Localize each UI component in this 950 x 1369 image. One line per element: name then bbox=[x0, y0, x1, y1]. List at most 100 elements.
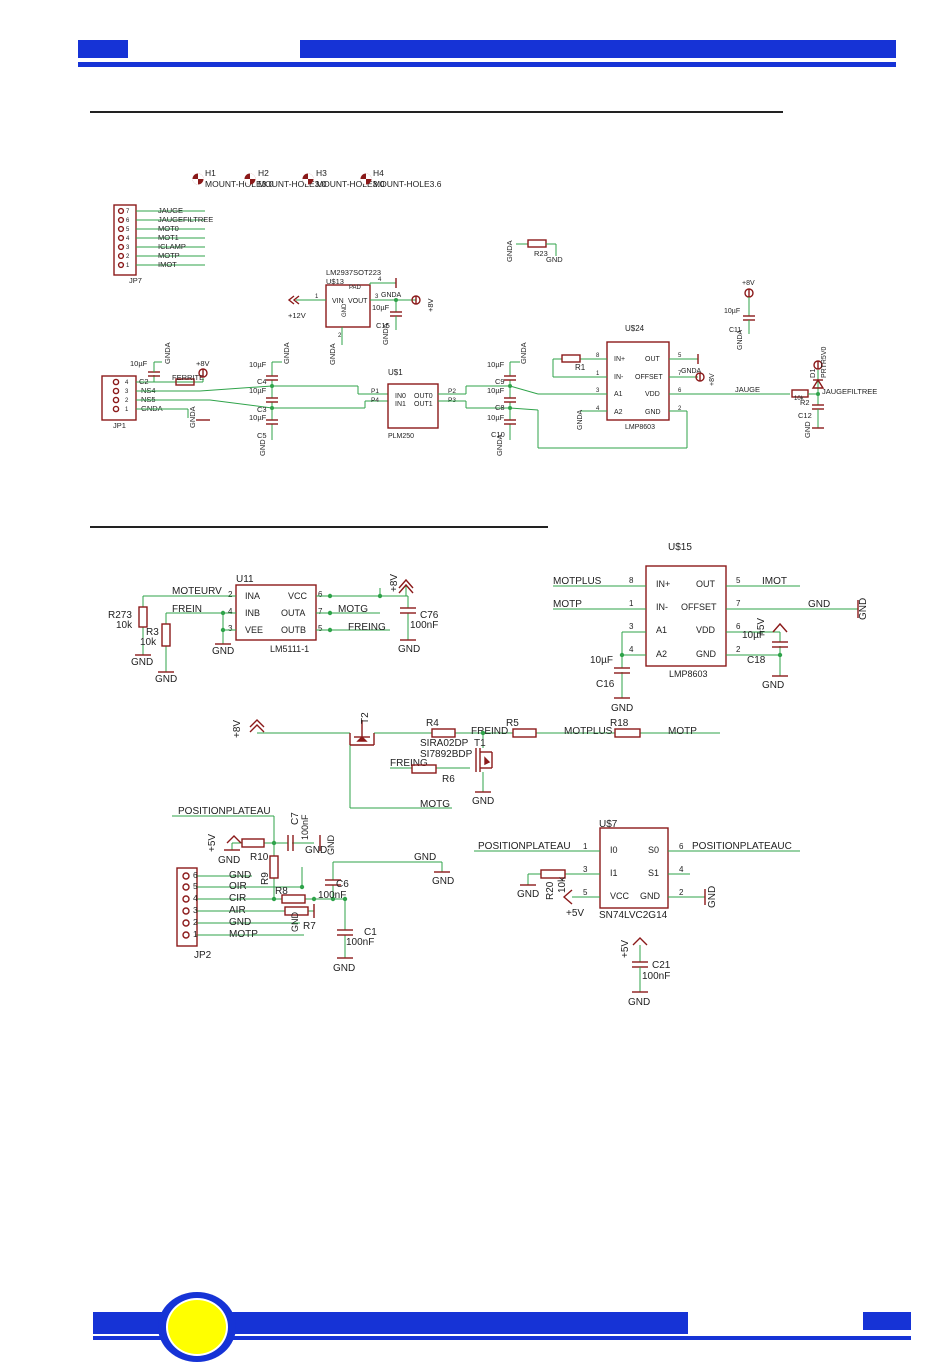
r2-value: 10k bbox=[794, 396, 805, 402]
pin: 3 bbox=[375, 294, 379, 300]
ref: R8 bbox=[275, 886, 288, 897]
pin-left: I0 bbox=[610, 845, 618, 855]
net-label: FREIND bbox=[471, 726, 508, 737]
gnd: GND bbox=[707, 886, 718, 908]
ref: R5 bbox=[506, 718, 519, 729]
pin-num: 7 bbox=[126, 209, 130, 215]
p2: P2 bbox=[448, 388, 456, 395]
pin-right: S1 bbox=[648, 868, 659, 878]
gnd: GND bbox=[803, 421, 812, 438]
ref: R7 bbox=[303, 921, 316, 932]
part: PLM250 bbox=[388, 433, 414, 440]
net-label: MOTP bbox=[158, 251, 180, 260]
c-value: 10µF bbox=[249, 386, 267, 395]
gnd: GND bbox=[218, 855, 240, 866]
gnd: GND bbox=[326, 835, 336, 856]
jauge-filter: JAUGE JAUGEFILTREE R2 10k D1 PRTR5V0 C12… bbox=[735, 347, 877, 438]
net-label: MOT0 bbox=[158, 224, 179, 233]
net-label: FREING bbox=[390, 758, 428, 769]
net-label: CIR bbox=[229, 893, 246, 904]
gnd: GND bbox=[432, 876, 454, 887]
part: LM2937SOT223 bbox=[326, 268, 381, 277]
pin-num: 5 bbox=[583, 888, 588, 897]
c-value: 100nF bbox=[410, 620, 438, 631]
pin-right: OFFSET bbox=[681, 602, 717, 612]
gnda: GNDA bbox=[495, 434, 504, 456]
net-label: GND bbox=[808, 599, 830, 610]
ref: R9 bbox=[260, 872, 271, 885]
gnd: GND bbox=[611, 703, 633, 714]
pin-num: 7 bbox=[736, 599, 741, 608]
ref: U$13 bbox=[326, 277, 344, 286]
net-label: MOTPLUS bbox=[553, 576, 602, 587]
pin-num: 3 bbox=[126, 245, 130, 251]
footer-underline bbox=[93, 1336, 911, 1340]
pin-num: 3 bbox=[596, 388, 600, 394]
gnd: GND bbox=[155, 674, 177, 685]
pin-num: 8 bbox=[596, 353, 600, 359]
net-label: ICLAMP bbox=[158, 242, 186, 251]
c-name: C76 bbox=[420, 610, 439, 621]
in1: IN1 bbox=[395, 401, 406, 408]
pin-right: OUT bbox=[696, 579, 716, 589]
c-value: 10µF bbox=[742, 630, 765, 641]
gnda: GNDA bbox=[519, 342, 528, 364]
pin-right: OUT bbox=[645, 356, 661, 363]
gnda: GNDA bbox=[282, 342, 291, 364]
pin-right: S0 bbox=[648, 845, 659, 855]
connector-name: JP7 bbox=[129, 276, 142, 285]
pin-num: 7 bbox=[678, 371, 682, 377]
hole-label: H3 bbox=[316, 168, 327, 178]
connector-jp7: 7 6 5 4 3 2 1 JAUGE JAUGEFILTREE MOT0 MO… bbox=[113, 204, 213, 285]
input-label: +12V bbox=[288, 311, 306, 320]
net-label: FREIN bbox=[172, 604, 202, 615]
gnda: GNDA bbox=[328, 343, 337, 365]
gnd: GND bbox=[628, 997, 650, 1008]
value: 10k bbox=[140, 637, 157, 648]
pin-num: 4 bbox=[679, 865, 684, 874]
pin-num: 2 bbox=[736, 645, 741, 654]
gnd: GND bbox=[290, 912, 300, 933]
ref: R10 bbox=[250, 852, 269, 863]
pin-left: VEE bbox=[245, 625, 263, 635]
pin-num: 2 bbox=[678, 406, 682, 412]
net-label: POSITIONPLATEAUC bbox=[692, 841, 792, 852]
ref: R23 bbox=[534, 249, 548, 258]
pin-num: 5 bbox=[678, 353, 682, 359]
hole-label: H2 bbox=[258, 168, 269, 178]
pin-num: 5 bbox=[318, 624, 323, 633]
p4: P4 bbox=[371, 397, 379, 404]
pin-num: 3 bbox=[583, 865, 588, 874]
mosfet-stage: +8V T2 R4 SIRA02DP SI7892BDP FREIND R5 M… bbox=[232, 712, 720, 810]
pin-num: 5 bbox=[126, 227, 130, 233]
c-name: C18 bbox=[747, 655, 766, 666]
pin-left: VCC bbox=[610, 891, 630, 901]
pin-num: 3 bbox=[125, 389, 129, 395]
ref: U$1 bbox=[388, 368, 403, 377]
p1: P1 bbox=[371, 388, 379, 395]
c-name: C10 bbox=[491, 430, 505, 439]
vin: VIN bbox=[332, 298, 344, 305]
pin-num: 4 bbox=[125, 380, 129, 386]
c12: C12 bbox=[798, 411, 812, 420]
header-right-block bbox=[300, 40, 896, 58]
hole-value: MOUNT-HOLE3.6 bbox=[373, 179, 442, 189]
net-label: GND bbox=[229, 870, 251, 881]
gnd: GND bbox=[472, 796, 494, 807]
ref: T2 bbox=[360, 712, 371, 724]
hole-label: H4 bbox=[373, 168, 384, 178]
pin-left: A2 bbox=[656, 649, 667, 659]
pin-right: GND bbox=[645, 409, 661, 416]
c-value: 100nF bbox=[318, 890, 346, 901]
supply: +8V bbox=[232, 720, 243, 738]
supply: +5V bbox=[620, 940, 631, 958]
net-label: MOTPLUS bbox=[564, 726, 613, 737]
net-label: MOTG bbox=[338, 604, 368, 615]
c-name: C7 bbox=[290, 812, 301, 825]
c-name: C4 bbox=[257, 377, 267, 386]
connector-name: JP1 bbox=[113, 421, 126, 430]
supply: +8V bbox=[389, 574, 400, 592]
